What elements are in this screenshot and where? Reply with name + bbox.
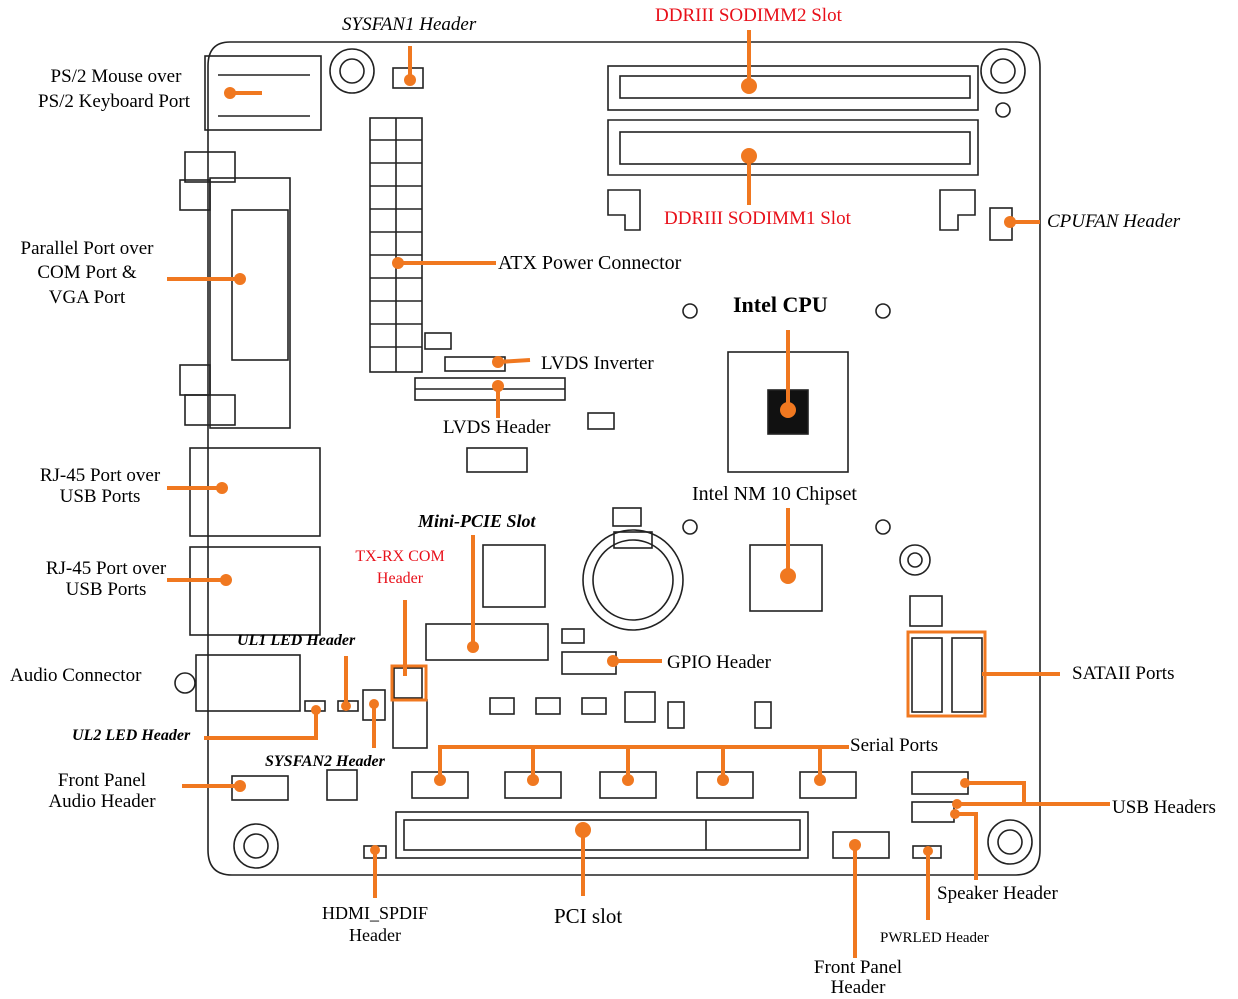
ps2-label-line1: PS/2 Mouse over <box>50 66 182 87</box>
mounting-hole <box>987 819 1033 865</box>
ul1-label: UL1 LED Header <box>237 632 356 649</box>
pci-label: PCI slot <box>554 904 623 928</box>
speaker-label: Speaker Header <box>937 883 1058 904</box>
usb-label: USB Headers <box>1112 797 1216 818</box>
parallel-label-line1: Parallel Port over <box>20 238 154 259</box>
pwrled-label: PWRLED Header <box>880 930 989 946</box>
ps2-port <box>204 55 322 131</box>
fpaudio-label-line2: Audio Header <box>48 791 156 812</box>
rj45-usb-port-2 <box>189 546 321 636</box>
mounting-hole <box>980 48 1026 94</box>
mini-pcie-slot-part <box>425 623 549 661</box>
rj45b-label-line1: RJ-45 Port over <box>45 558 167 579</box>
mounting-hole <box>329 48 375 94</box>
txrx-label-line2: Header <box>376 570 424 587</box>
parallel-com-vga-port <box>179 151 291 429</box>
audio-connector <box>174 654 301 712</box>
lvds-header-label: LVDS Header <box>443 417 551 438</box>
ddr1-label: DDRIII SODIMM1 Slot <box>664 208 851 229</box>
usb-header-part <box>911 771 969 795</box>
parallel-label-line2: COM Port & <box>37 262 137 283</box>
ps2-label-line2: PS/2 Keyboard Port <box>38 91 190 112</box>
cmos-battery <box>582 507 684 631</box>
usb-header-part <box>911 801 955 823</box>
chipset-label: Intel NM 10 Chipset <box>692 483 857 505</box>
atx-power-connector <box>369 117 423 373</box>
serial-port-header <box>799 771 857 799</box>
fp-label-line1: Front Panel <box>813 957 903 978</box>
sata-ports <box>909 595 983 713</box>
minipcie-label: Mini-PCIE Slot <box>418 511 536 531</box>
sysfan2-label: SYSFAN2 Header <box>265 753 385 770</box>
lvds-header-part <box>414 377 566 401</box>
pci-slot-part <box>395 811 809 859</box>
standoff <box>899 544 931 576</box>
ddr2-label: DDRIII SODIMM2 Slot <box>655 5 842 26</box>
fp-label-line2: Header <box>830 977 886 998</box>
audio-label: Audio Connector <box>10 665 142 686</box>
hdmi-label-line2: Header <box>349 925 401 945</box>
parallel-label-line3: VGA Port <box>48 287 126 308</box>
sodimm2-slot <box>607 65 979 111</box>
cpu-label: Intel CPU <box>733 292 828 317</box>
lvds-inverter-label: LVDS Inverter <box>541 353 654 374</box>
sysfan1-label: SYSFAN1 Header <box>342 14 477 35</box>
txrx-label-line1: TX-RX COM <box>355 548 445 565</box>
rj45a-label-line2: USB Ports <box>59 486 141 507</box>
mounting-hole <box>233 823 279 869</box>
ul2-label: UL2 LED Header <box>72 727 191 744</box>
hdmi-label-line1: HDMI_SPDIF <box>321 903 429 923</box>
serial-label: Serial Ports <box>850 735 939 756</box>
sata-label: SATAII Ports <box>1072 663 1175 684</box>
fpaudio-label-line1: Front Panel <box>57 770 147 791</box>
cpufan-label: CPUFAN Header <box>1047 211 1181 232</box>
rj45b-label-line2: USB Ports <box>65 579 147 600</box>
board-outline <box>207 41 1041 876</box>
atx-label: ATX Power Connector <box>498 252 682 274</box>
lvds-inverter-part <box>444 356 506 372</box>
rj45a-label-line1: RJ-45 Port over <box>39 465 161 486</box>
rj45-usb-port-1 <box>189 447 321 537</box>
txrx-com-header-part <box>393 667 423 699</box>
sodimm1-slot <box>607 119 979 231</box>
front-panel-header-part <box>832 831 890 859</box>
gpio-label: GPIO Header <box>667 652 771 673</box>
